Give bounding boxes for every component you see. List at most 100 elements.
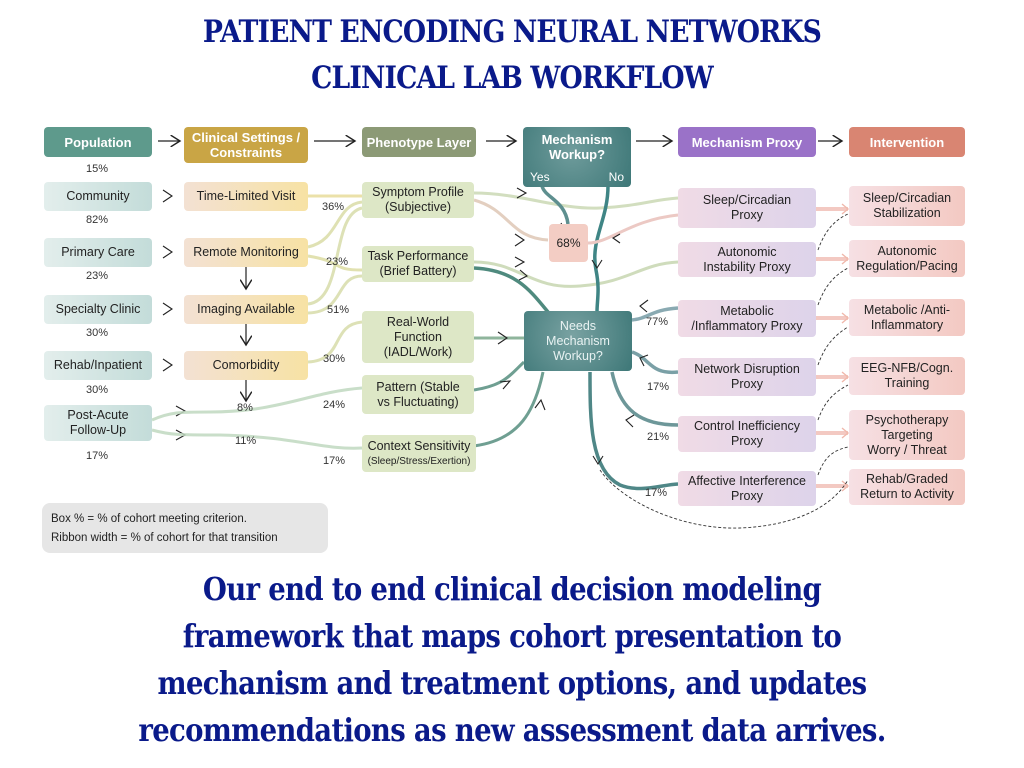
dashed-line (817, 213, 849, 251)
population-primary-care[interactable]: Primary Care (44, 238, 152, 267)
header-intervention: Intervention (849, 127, 965, 157)
ribbon (151, 386, 363, 422)
ribbon (307, 206, 363, 306)
intervention-psychotherapy[interactable]: Psychotherapy Targeting Worry / Threat (849, 410, 965, 460)
setting-remote-monitoring[interactable]: Remote Monitoring (184, 238, 308, 267)
caption-line-3: mechanism and treatment options, and upd… (157, 664, 868, 702)
ribbon (631, 350, 679, 375)
phenotype-real-world-function[interactable]: Real-World Function (IADL/Work) (362, 311, 474, 363)
population-community[interactable]: Community (44, 182, 152, 211)
arrow-icon (841, 312, 850, 324)
population-rehab-inpatient[interactable]: Rehab/Inpatient (44, 351, 152, 380)
pct-time-limited-to-symptom: 36% (322, 201, 345, 213)
chevron-icon (534, 398, 546, 411)
arrow-icon (841, 203, 850, 215)
ribbon (588, 371, 679, 491)
chevron-icon (611, 233, 621, 244)
setting-time-limited-visit[interactable]: Time-Limited Visit (184, 182, 308, 211)
header-clinical-settings: Clinical Settings / Constraints (184, 127, 308, 163)
pct-postacute-to-context-b: 17% (323, 455, 346, 467)
pct-comorbidity-to-realworld: 30% (323, 353, 346, 365)
yes-branch (540, 185, 570, 225)
setting-imaging-available[interactable]: Imaging Available (184, 295, 308, 324)
proxy-autonomic-instability[interactable]: Autonomic Instability Proxy (678, 242, 816, 277)
arrow-icon (841, 253, 850, 265)
ribbon (307, 254, 363, 272)
ribbon (307, 200, 363, 249)
pct-network-disruption: 17% (647, 381, 670, 393)
phenotype-task-performance[interactable]: Task Performance (Brief Battery) (362, 246, 474, 282)
header-phenotype-layer: Phenotype Layer (362, 127, 476, 157)
pct-affective-interference: 17% (645, 487, 668, 499)
pct-comorbidity: 8% (237, 402, 253, 414)
intervention-metabolic[interactable]: Metabolic /Anti-Inflammatory (849, 299, 965, 336)
arrow-icon (841, 480, 850, 492)
caption-line-1: Our end to end clinical decision modelin… (202, 570, 822, 608)
population-post-acute[interactable]: Post-Acute Follow-Up (44, 405, 152, 441)
dashed-line (599, 469, 849, 529)
ribbon (151, 428, 363, 450)
page-title-line-1: PATIENT ENCODING NEURAL NETWORKS (202, 14, 822, 50)
pct-metabolic: 77% (646, 316, 669, 328)
workup-branches (540, 185, 679, 313)
chevron-icon (625, 414, 635, 428)
intervention-arrowheads (841, 203, 850, 492)
pct-imaging-to-phenotype: 51% (327, 304, 350, 316)
chevron-markers (162, 189, 187, 441)
intervention-sleep-circadian[interactable]: Sleep/Circadian Stabilization (849, 186, 965, 226)
chevron-icon (591, 259, 603, 270)
header-mechanism-proxy: Mechanism Proxy (678, 127, 816, 157)
pct-post-acute: 17% (86, 450, 109, 462)
caption: Our end to end clinical decision modelin… (0, 566, 1024, 754)
yes-label: Yes (530, 170, 550, 184)
ribbon (473, 371, 545, 448)
phenotype-context-sensitivity[interactable]: Context Sensitivity (Sleep/Stress/Exerti… (362, 435, 476, 472)
ribbon (473, 198, 549, 242)
chevron-icon (514, 233, 525, 247)
center-to-proxy-ribbons (588, 306, 679, 491)
proxy-metabolic-inflammatory[interactable]: Metabolic /Inflammatory Proxy (678, 300, 816, 337)
header-mechanism-workup: Mechanism Workup? Yes No (523, 127, 631, 187)
proxy-affective-interference[interactable]: Affective Interference Proxy (678, 471, 816, 506)
context-sensitivity-label: Context Sensitivity (367, 438, 471, 453)
dashed-feedback-lines (599, 213, 849, 529)
intervention-autonomic[interactable]: Autonomic Regulation/Pacing (849, 240, 965, 277)
needs-mechanism-workup-node[interactable]: Needs Mechanism Workup? (524, 311, 632, 371)
phenotype-to-center-ribbons (473, 191, 679, 448)
ribbon (307, 320, 363, 364)
pct-control-inefficiency: 21% (647, 431, 670, 443)
caption-line-4: recommendations as new assessment data a… (138, 711, 886, 749)
proxy-control-inefficiency[interactable]: Control Inefficiency Proxy (678, 416, 816, 452)
pct-remote-to-task: 23% (326, 256, 349, 268)
population-to-settings-ribbons (152, 194, 184, 367)
proxy-network-disruption[interactable]: Network Disruption Proxy (678, 358, 816, 396)
chevron-icon (518, 269, 528, 281)
header-population: Population (44, 127, 152, 157)
phenotype-symptom-profile[interactable]: Symptom Profile (Subjective) (362, 182, 474, 218)
no-branch (593, 185, 610, 313)
dashed-line (817, 384, 849, 421)
settings-to-phenotype-ribbons (151, 194, 363, 450)
chevron-icon (592, 455, 604, 466)
chevron-icon (162, 358, 173, 372)
pct-population-header: 15% (86, 163, 109, 175)
ribbon (473, 360, 526, 392)
pct-rehab-inpatient: 30% (86, 384, 109, 396)
pct-postacute-to-pattern: 24% (323, 399, 346, 411)
chevron-icon (514, 256, 526, 268)
chevron-icon (639, 299, 649, 313)
setting-comorbidity[interactable]: Comorbidity (184, 351, 308, 380)
chevron-icon (639, 354, 649, 367)
chevron-icon (162, 302, 173, 316)
population-specialty-clinic[interactable]: Specialty Clinic (44, 295, 152, 324)
arrow-icon (841, 427, 850, 439)
dashed-line (817, 446, 849, 476)
intervention-eeg-nfb[interactable]: EEG-NFB/Cogn. Training (849, 357, 965, 395)
proxy-sleep-circadian[interactable]: Sleep/Circadian Proxy (678, 188, 816, 228)
mechanism-workup-label: Mechanism Workup? (541, 132, 613, 162)
phenotype-pattern[interactable]: Pattern (Stable vs Fluctuating) (362, 375, 474, 414)
ribbon (610, 371, 679, 427)
ribbon (307, 274, 363, 315)
intervention-rehab-graded[interactable]: Rehab/Graded Return to Activity (849, 469, 965, 505)
